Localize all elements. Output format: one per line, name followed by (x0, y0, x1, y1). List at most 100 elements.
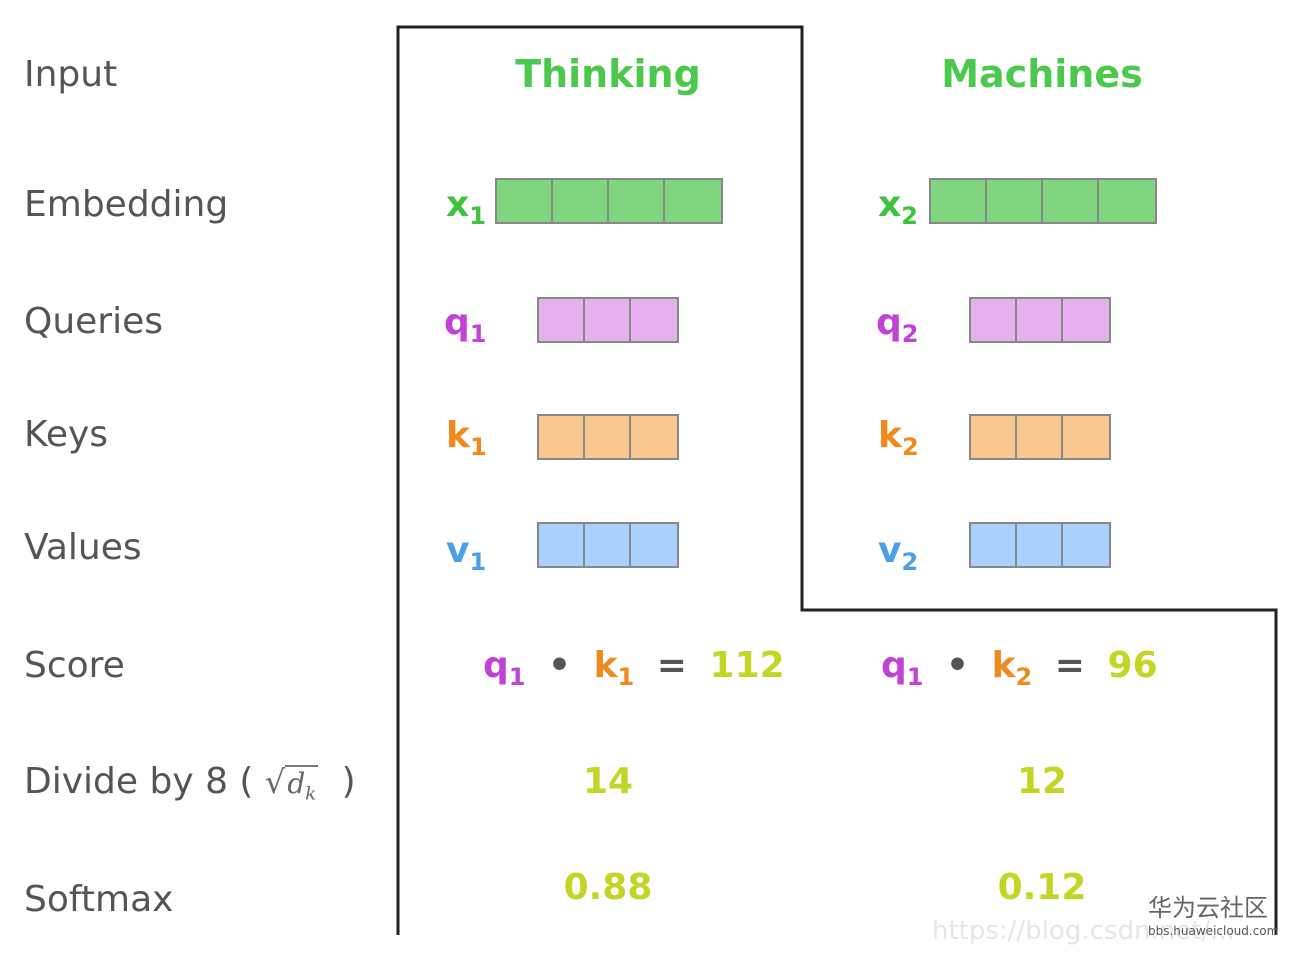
vector-cell (665, 180, 721, 222)
embedding-vector-2 (929, 178, 1157, 224)
score-k-2: k2 (991, 645, 1033, 690)
query-vector-1 (537, 297, 679, 343)
row-label-input: Input (24, 54, 118, 95)
vector-cell (609, 180, 665, 222)
value-var-1: v (446, 530, 470, 571)
key-label-1: k1 (446, 415, 487, 462)
value-vector-1 (537, 522, 679, 568)
score-k-var-2: k (991, 645, 1016, 686)
softmax-value-2: 0.12 (997, 867, 1087, 908)
divided-score-2: 12 (1016, 761, 1068, 802)
embedding-label-1: x1 (446, 184, 486, 231)
vector-cell (539, 416, 585, 458)
row-label-values: Values (24, 527, 142, 568)
sqrt-arg-d: d (287, 767, 306, 800)
equals-sign: = (656, 645, 687, 686)
query-sub-1: 1 (469, 320, 487, 349)
vector-cell (1099, 180, 1155, 222)
row-label-queries: Queries (24, 301, 164, 342)
key-vector-2 (969, 414, 1111, 460)
embedding-var-2: x (878, 184, 902, 225)
score-expression-1: q1 • k1 = 112 (483, 645, 785, 690)
divide-prefix: Divide by 8 ( (24, 761, 254, 802)
row-label-divide: Divide by 8 ( √dk ) (24, 764, 356, 804)
key-var-1: k (446, 415, 470, 456)
row-label-keys: Keys (24, 414, 109, 455)
embedding-vector-1 (495, 178, 723, 224)
vector-cell (1017, 299, 1063, 341)
score-result-1: 112 (709, 645, 785, 686)
vector-cell (931, 180, 987, 222)
score-q-sub-1: 1 (508, 663, 526, 692)
score-k-sub-1: 1 (617, 663, 635, 692)
query-vector-2 (969, 297, 1111, 343)
query-label-1: q1 (444, 302, 487, 349)
key-var-2: k (878, 415, 902, 456)
key-sub-1: 1 (469, 433, 487, 462)
vector-cell (1043, 180, 1099, 222)
score-k-var-1: k (593, 645, 618, 686)
row-label-embedding: Embedding (24, 184, 229, 225)
embedding-sub-1: 1 (469, 202, 486, 231)
row-label-score: Score (24, 645, 125, 686)
embedding-sub-2: 2 (901, 202, 918, 231)
huaweicloud-watermark-brand: 华为云社区 (1148, 894, 1268, 922)
score-q-var-2: q (881, 645, 907, 686)
value-label-1: v1 (446, 530, 487, 577)
vector-cell (1017, 416, 1063, 458)
query-var-2: q (876, 302, 902, 343)
vector-cell (971, 524, 1017, 566)
query-var-1: q (444, 302, 470, 343)
vector-cell (539, 524, 585, 566)
huaweicloud-watermark-url: bbs.huaweicloud.com (1148, 924, 1279, 938)
vector-cell (1063, 299, 1109, 341)
score-k-sub-2: 2 (1015, 663, 1033, 692)
csdn-watermark: https://blog.csdn.net/... (932, 916, 1235, 946)
score-result-2: 96 (1107, 645, 1158, 686)
vector-cell (585, 524, 631, 566)
vector-cell (631, 524, 677, 566)
score-k-1: k1 (593, 645, 635, 690)
vector-cell (1017, 524, 1063, 566)
vector-cell (585, 299, 631, 341)
key-sub-2: 2 (901, 433, 919, 462)
value-label-2: v2 (878, 533, 919, 577)
score-q-sub-2: 1 (906, 663, 924, 692)
vector-cell (1063, 416, 1109, 458)
divide-suffix: ) (341, 761, 356, 802)
vector-cell (497, 180, 553, 222)
score-q-2: q1 (881, 645, 923, 690)
value-sub-2: 2 (901, 548, 919, 577)
score-q-1: q1 (483, 645, 525, 690)
word-title-thinking: Thinking (515, 52, 701, 96)
vector-cell (631, 416, 677, 458)
key-vector-1 (537, 414, 679, 460)
vector-cell (971, 299, 1017, 341)
sqrt-symbol: √ (264, 763, 286, 801)
query-label-2: q2 (876, 302, 919, 349)
word-title-machines: Machines (941, 52, 1143, 96)
value-vector-2 (969, 522, 1111, 568)
score-expression-2: q1 • k2 = 96 (881, 645, 1158, 690)
vector-cell (539, 299, 585, 341)
vector-cell (1063, 524, 1109, 566)
vector-cell (585, 416, 631, 458)
query-sub-2: 2 (901, 320, 919, 349)
score-q-var-1: q (483, 645, 509, 686)
dot-operator: • (946, 645, 970, 686)
vector-cell (553, 180, 609, 222)
divided-score-1: 14 (582, 761, 634, 802)
equals-sign: = (1054, 645, 1085, 686)
row-label-softmax: Softmax (24, 879, 174, 920)
value-sub-1: 1 (469, 548, 487, 577)
vector-cell (987, 180, 1043, 222)
embedding-var-1: x (446, 184, 470, 225)
key-label-2: k2 (878, 415, 919, 462)
vector-cell (971, 416, 1017, 458)
dot-operator: • (548, 645, 572, 686)
sqrt-arg-k: k (305, 783, 317, 805)
vector-cell (631, 299, 677, 341)
sqrt-argument: dk (285, 765, 319, 803)
embedding-label-2: x2 (878, 184, 918, 231)
